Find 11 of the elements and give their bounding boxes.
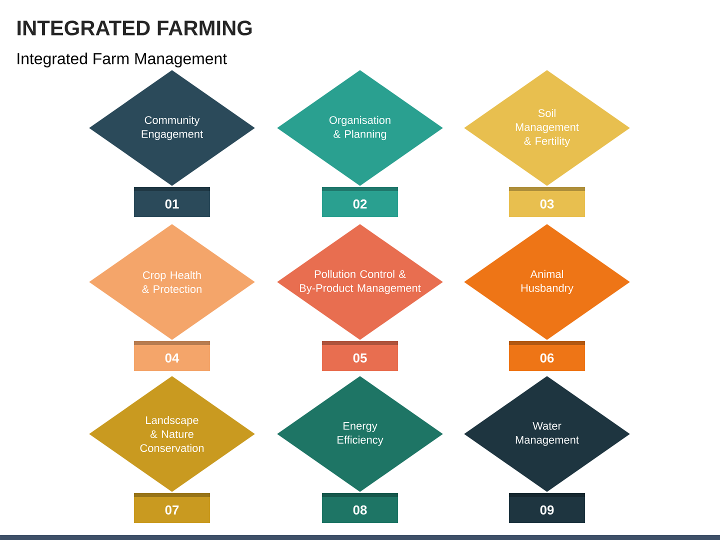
number-tab: 03 <box>509 187 585 217</box>
number-tab: 07 <box>134 493 210 523</box>
number-tab: 06 <box>509 341 585 371</box>
title: INTEGRATED FARMING <box>18 20 252 36</box>
number-tab: 01 <box>134 187 210 217</box>
number-tab: 05 <box>322 341 398 371</box>
number-tab: 09 <box>509 493 585 523</box>
subtitle: Integrated Farm Management <box>18 52 227 68</box>
number-tab: 08 <box>322 493 398 523</box>
number-tab: 02 <box>322 187 398 217</box>
number-tab: 04 <box>134 341 210 371</box>
